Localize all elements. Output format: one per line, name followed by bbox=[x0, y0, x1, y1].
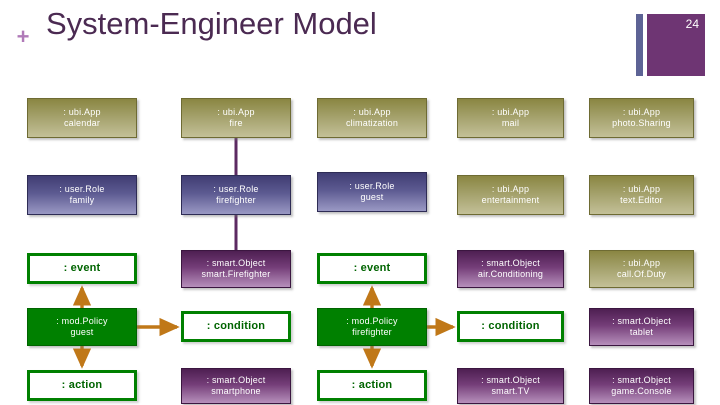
node-label-primary: : mod.Policy bbox=[346, 316, 398, 326]
node-label-primary: : ubi.App bbox=[217, 107, 255, 117]
node-label-primary: : smart.Object bbox=[612, 375, 671, 385]
node-label-primary: : user.Role bbox=[59, 184, 105, 194]
node-label-secondary: air.Conditioning bbox=[477, 269, 544, 279]
node-label-secondary: text.Editor bbox=[620, 195, 663, 205]
node-label-primary: : event bbox=[353, 262, 391, 274]
node-label-secondary: climatization bbox=[345, 118, 399, 128]
node-label-primary: : action bbox=[61, 379, 103, 391]
node-label-secondary: calendar bbox=[63, 118, 101, 128]
node-label-secondary: family bbox=[69, 195, 95, 205]
n-condition-right[interactable]: : condition bbox=[457, 311, 564, 342]
n-action-right[interactable]: : action bbox=[317, 370, 427, 401]
node-label-primary: : ubi.App bbox=[63, 107, 101, 117]
node-label-secondary: firefighter bbox=[216, 195, 256, 205]
node-label-primary: : action bbox=[351, 379, 393, 391]
node-label-secondary: call.Of.Duty bbox=[617, 269, 666, 279]
node-label-primary: : ubi.App bbox=[491, 184, 530, 194]
n-event-left[interactable]: : event bbox=[27, 253, 137, 284]
node-label-secondary: mail bbox=[501, 118, 520, 128]
node-label-primary: : ubi.App bbox=[622, 258, 661, 268]
node-label-primary: : mod.Policy bbox=[56, 316, 108, 326]
node-label-secondary: firefighter bbox=[352, 327, 392, 337]
n-event-right[interactable]: : event bbox=[317, 253, 427, 284]
node-label-secondary: tablet bbox=[629, 327, 654, 337]
node-label-primary: : user.Role bbox=[349, 181, 395, 191]
node-label-primary: : ubi.App bbox=[491, 107, 530, 117]
decoration-block bbox=[647, 14, 705, 76]
node-label-secondary: guest bbox=[360, 192, 384, 202]
node-label-secondary: smartphone bbox=[211, 386, 261, 396]
node-label-primary: : ubi.App bbox=[622, 184, 661, 194]
node-label-primary: : smart.Object bbox=[481, 258, 540, 268]
n-condition-left[interactable]: : condition bbox=[181, 311, 291, 342]
node-label-primary: : smart.Object bbox=[206, 258, 266, 268]
node-label-primary: : condition bbox=[481, 320, 540, 332]
page-number: 24 bbox=[685, 17, 699, 31]
node-label-secondary: fire bbox=[229, 118, 243, 128]
node-label-secondary: guest bbox=[70, 327, 94, 337]
decoration-bar bbox=[636, 14, 643, 76]
page-title: System-Engineer Model bbox=[46, 6, 377, 41]
node-label-primary: : event bbox=[63, 262, 101, 274]
node-label-secondary: smart.Firefighter bbox=[201, 269, 271, 279]
title-bullet-icon: + bbox=[16, 24, 30, 49]
node-label-primary: : smart.Object bbox=[612, 316, 671, 326]
node-label-secondary: smart.TV bbox=[491, 386, 530, 396]
node-label-primary: : ubi.App bbox=[353, 107, 391, 117]
node-label-primary: : condition bbox=[206, 320, 266, 332]
node-label-secondary: entertainment bbox=[481, 195, 540, 205]
node-label-primary: : smart.Object bbox=[206, 375, 266, 385]
node-label-secondary: photo.Sharing bbox=[612, 118, 671, 128]
node-label-primary: : user.Role bbox=[213, 184, 259, 194]
node-label-primary: : ubi.App bbox=[622, 107, 661, 117]
slide-header: + System-Engineer Model 24 bbox=[0, 0, 720, 88]
node-label-primary: : smart.Object bbox=[481, 375, 540, 385]
node-label-secondary: game.Console bbox=[611, 386, 672, 396]
n-action-left[interactable]: : action bbox=[27, 370, 137, 401]
